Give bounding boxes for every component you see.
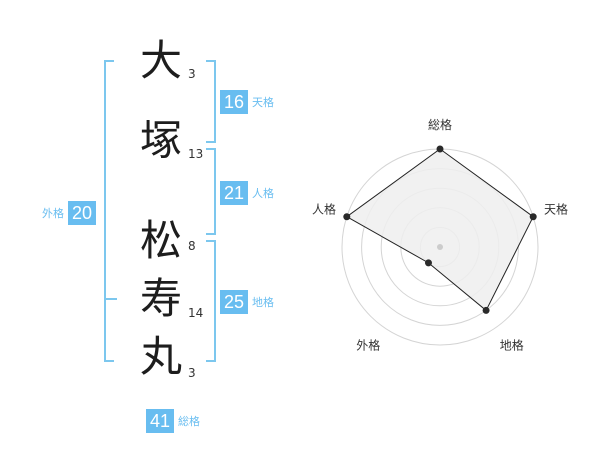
- stroke-count-4: 14: [188, 306, 204, 320]
- gai-bracket-split: [106, 298, 117, 300]
- gaikaku-badge: 外格 20: [38, 201, 96, 225]
- radar-point-4: [343, 213, 351, 221]
- name-char-3: 松: [139, 216, 182, 265]
- name-char-2: 塚: [139, 116, 182, 165]
- stroke-count-2: 13: [188, 147, 204, 161]
- soukaku-label: 総格: [178, 415, 200, 428]
- name-char-4: 寿: [139, 274, 182, 323]
- radar-point-2: [482, 306, 490, 314]
- chikaku-value: 25: [220, 290, 248, 314]
- gaikaku-value: 20: [68, 201, 96, 225]
- radar-point-0: [436, 145, 444, 153]
- radar-point-1: [529, 213, 537, 221]
- radar-series-area: [345, 148, 534, 312]
- tenkaku-label: 天格: [252, 96, 274, 109]
- ten-bracket: [206, 60, 216, 143]
- chikaku-label: 地格: [252, 296, 274, 309]
- gaikaku-label: 外格: [42, 207, 64, 220]
- stroke-count-3: 8: [188, 239, 196, 253]
- stroke-count-1: 3: [188, 67, 196, 81]
- radar-point-3: [424, 259, 432, 267]
- soukaku-value: 41: [146, 409, 174, 433]
- name-char-5: 丸: [139, 332, 182, 381]
- radar-center: [437, 244, 443, 250]
- radar-axis-label-4: 人格: [312, 201, 336, 216]
- chikaku-badge: 25 地格: [220, 290, 278, 314]
- radar-axis-label-3: 外格: [356, 338, 380, 353]
- tenkaku-value: 16: [220, 90, 248, 114]
- radar-axis-label-2: 地格: [500, 338, 524, 353]
- radar-axis-label-0: 総格: [428, 117, 452, 132]
- stroke-count-5: 3: [188, 366, 196, 380]
- chi-bracket: [206, 240, 216, 362]
- soukaku-badge: 41 総格: [146, 409, 204, 433]
- gai-bracket: [104, 60, 114, 362]
- radar-axis-label-1: 天格: [544, 201, 568, 216]
- jinkaku-label: 人格: [252, 187, 274, 200]
- tenkaku-badge: 16 天格: [220, 90, 278, 114]
- jinkaku-value: 21: [220, 181, 248, 205]
- jinkaku-badge: 21 人格: [220, 181, 278, 205]
- jin-bracket: [206, 148, 216, 235]
- name-char-1: 大: [139, 36, 182, 85]
